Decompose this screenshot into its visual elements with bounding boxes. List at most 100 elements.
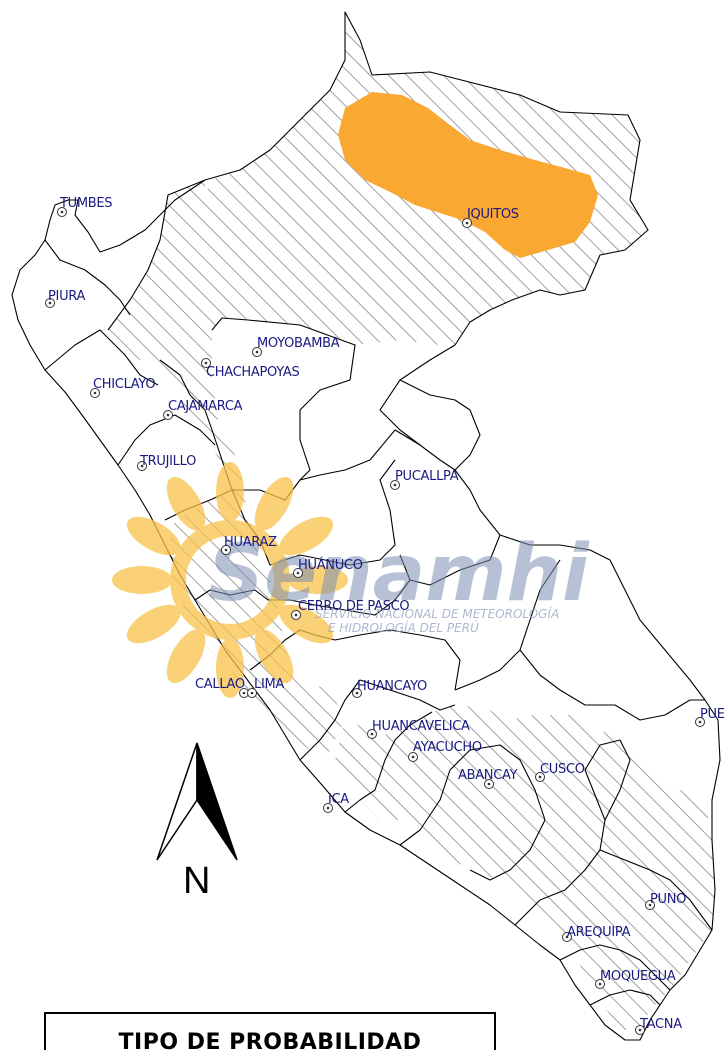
dept-border-4 [117,414,216,466]
city-label: PUCALLPA [395,469,459,484]
city-dot-center [538,775,542,779]
city-label: TRUJILLO [139,454,196,469]
city-label: MOYOBAMBA [257,336,340,351]
city-marker: HUÁNUCO [293,557,363,578]
city-marker: IQUITOS [462,207,519,228]
city-dot-center [598,982,602,986]
city-label: LIMA [254,677,284,692]
dept-border-5 [159,359,233,491]
dept-border-15 [344,711,433,813]
city-label: CERRO DE PASCO [298,599,409,614]
dept-border-18 [599,849,713,931]
logo-subtitle-line1: SERVICIO NACIONAL DE METEOROLOGÍA [315,606,559,621]
city-dot-center [465,221,469,225]
dept-border-20 [589,989,661,1006]
city-label: CALLAO [195,677,245,692]
city-label: CHICLAYO [93,377,155,392]
dept-border-1 [44,239,131,316]
city-dot-center [242,691,246,695]
city-marker: TUMBES [57,196,113,217]
city-marker: ABANCAY [458,768,518,789]
dept-border-6 [211,317,356,481]
city-dot-center [166,413,170,417]
north-arrow-label: N [183,860,210,902]
city-label: HUARAZ [224,535,277,550]
dept-border-19 [559,944,671,991]
city-marker: MOYOBAMBA [252,336,340,357]
city-dot-center [48,301,52,305]
city-dot-center [294,613,298,617]
dept-border-11 [249,629,461,691]
city-label: TACNA [639,1017,682,1032]
north-arrow-icon: N [156,742,238,902]
city-label: HUANCAYO [357,679,427,694]
city-label: CHACHAPOYAS [206,365,299,380]
city-dot-center [296,571,300,575]
city-label: AREQUIPA [567,925,631,940]
city-label: MOQUEGUA [600,969,676,984]
city-marker: ICA [323,792,350,813]
city-marker: HUANCAVELICA [367,719,470,739]
city-dot-center [648,903,652,907]
city-label: PUNO [650,892,686,907]
city-marker: LIMA [247,677,285,698]
city-label: TUMBES [59,196,112,211]
legend-title: TIPO DE PROBABILIDAD [118,1030,422,1050]
city-marker: CAJAMARCA [163,399,243,420]
city-label: AYACUCHO [413,740,482,755]
city-dot-center [638,1028,642,1032]
senamhi-watermark: Senamhi SERVICIO NACIONAL DE METEOROLOGÍ… [112,462,590,698]
city-dot-center [224,548,228,552]
city-dot-center [393,483,397,487]
hatched-region-south-central [335,705,715,1030]
city-dot-center [140,464,144,468]
city-dot-center [411,755,415,759]
dept-border-9 [194,554,411,616]
city-marker: TRUJILLO [137,454,196,471]
dept-border-3 [107,179,206,331]
city-marker: PUCALLPA [390,469,459,490]
city-label: HUÁNUCO [298,557,363,573]
city-marker: HUANCAYO [352,679,427,698]
city-label: HUANCAVELICA [372,719,470,734]
dept-border-14 [299,679,456,761]
city-label: IQUITOS [467,207,519,222]
city-dot-center [204,361,208,365]
city-marker: PUNO [645,892,686,910]
city-marker: CHICLAYO [90,377,156,398]
rain-area-northeast [338,92,598,258]
city-label: ICA [328,792,349,807]
logo-sun-icon [112,462,348,698]
city-label: ABANCAY [458,768,518,783]
city-dot-center [93,391,97,395]
city-marker: CUSCO [535,762,585,782]
city-marker: CERRO DE PASCO [291,599,410,620]
dept-border-13 [519,649,705,721]
city-dot-center [370,732,374,736]
city-label: CUSCO [540,762,585,777]
city-dot-center [487,782,491,786]
dept-border-17 [514,739,621,926]
city-dot-center [355,691,359,695]
city-marker: HUARAZ [221,535,277,555]
city-marker: AYACUCHO [408,740,482,762]
city-label: CAJAMARCA [168,399,243,414]
city-marker: CHACHAPOYAS [201,358,300,380]
city-marker: PIURA [45,289,86,308]
dept-border-2 [44,329,159,386]
city-marker: MOQUEGUA [595,969,676,989]
city-marker: CALLAO [195,677,249,698]
city-marker: TACNA [635,1017,682,1035]
city-label: PIURA [48,289,85,304]
dept-border-16 [399,744,546,881]
dept-border-10 [409,534,501,586]
city-dot-center [250,691,254,695]
dept-border-21 [604,739,631,821]
city-dot-center [565,935,569,939]
city-marker: PUERTO MALDONADO [695,707,724,727]
city-dot-center [326,806,330,810]
city-dot-center [255,350,259,354]
city-dot-center [698,720,702,724]
